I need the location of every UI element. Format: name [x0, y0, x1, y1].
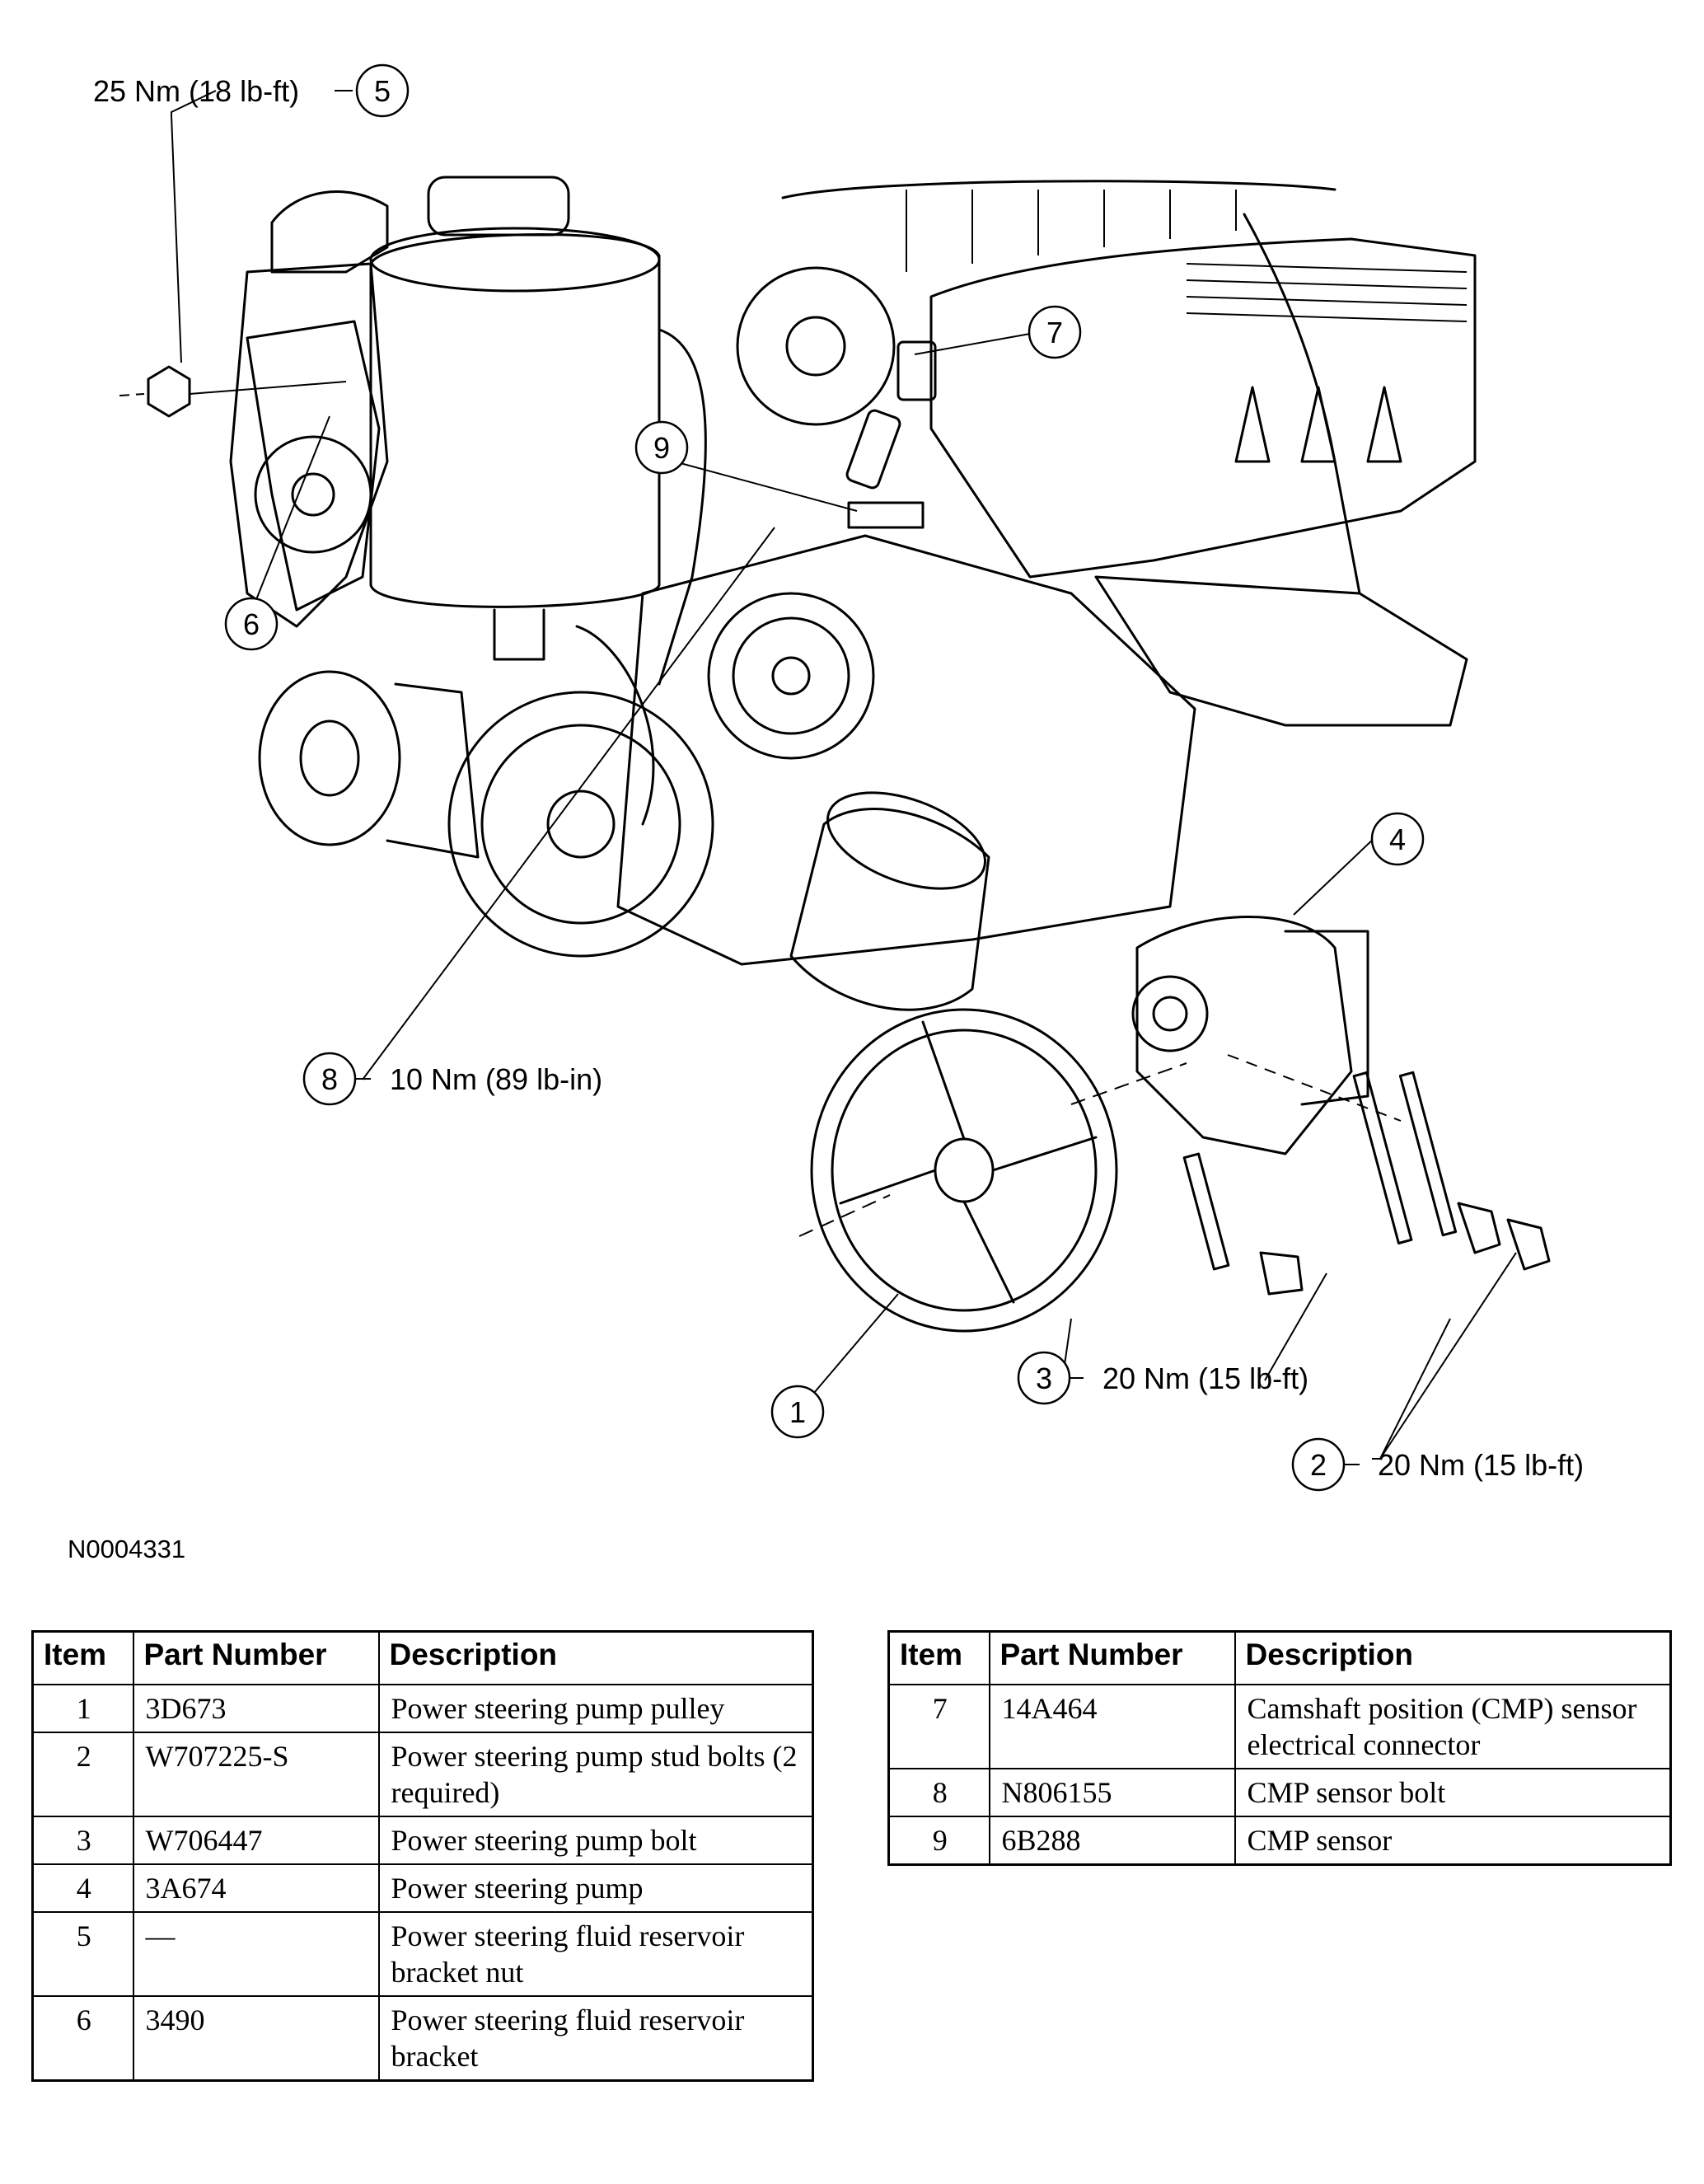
stud-bolts — [1352, 1071, 1551, 1271]
table-row: 6 3490 Power steering fluid reservoir br… — [31, 1995, 814, 2082]
callout-2: 2 20 Nm (15 lb-ft) — [1291, 1437, 1584, 1492]
cell-description: Power steering pump — [377, 1863, 814, 1913]
cell-item: 5 — [31, 1911, 134, 1997]
crankshaft-pulley — [447, 691, 714, 958]
callout-6: 6 — [224, 597, 279, 651]
header-description: Description — [1234, 1630, 1672, 1685]
callout-6-number: 6 — [243, 607, 260, 641]
cell-item: 2 — [31, 1732, 134, 1817]
cell-part-number: 3D673 — [132, 1684, 380, 1733]
cell-description: Camshaft position (CMP) sensor electrica… — [1234, 1684, 1672, 1769]
header-part-number: Part Number — [132, 1630, 380, 1685]
cell-description: Power steering fluid reservoir bracket — [377, 1995, 814, 2082]
table-row: 4 3A674 Power steering pump — [31, 1863, 814, 1913]
pump-bolt — [1182, 1152, 1304, 1296]
table-row: 3 W706447 Power steering pump bolt — [31, 1816, 814, 1865]
cell-description: Power steering pump pulley — [377, 1684, 814, 1733]
callout-7-number: 7 — [1046, 316, 1063, 349]
cell-part-number: W707225-S — [132, 1732, 380, 1817]
callout-5: 25 Nm (18 lb-ft) 5 — [93, 63, 410, 118]
table-row: 9 6B288 CMP sensor — [887, 1816, 1672, 1866]
table-row: 8 N806155 CMP sensor bolt — [887, 1768, 1672, 1817]
cell-part-number: — — [132, 1911, 380, 1997]
fluid-reservoir — [369, 176, 661, 826]
callout-4-number: 4 — [1389, 823, 1406, 856]
cell-part-number: 3490 — [132, 1995, 380, 2082]
header-item: Item — [31, 1630, 134, 1685]
exhaust-manifold — [1094, 575, 1468, 727]
callout-3-spec: 20 Nm (15 lb-ft) — [1102, 1361, 1308, 1395]
bracket-nut — [119, 365, 347, 418]
cell-item: 9 — [887, 1816, 990, 1866]
callout-2-number: 2 — [1310, 1448, 1327, 1482]
callout-3: 3 20 Nm (15 lb-ft) — [1017, 1351, 1308, 1405]
table-header-row: Item Part Number Description — [887, 1630, 1672, 1685]
pump-pulley — [810, 1008, 1118, 1333]
callout-5-number: 5 — [374, 74, 391, 108]
cell-description: Power steering fluid reservoir bracket n… — [377, 1911, 814, 1997]
tensioner-pulley — [707, 592, 875, 760]
cell-part-number: N806155 — [988, 1768, 1236, 1817]
table-row: 1 3D673 Power steering pump pulley — [31, 1684, 814, 1733]
cmp-connector — [896, 340, 937, 401]
oil-filter — [789, 791, 990, 1011]
power-steering-pump — [1131, 916, 1369, 1155]
cell-part-number: W706447 — [132, 1816, 380, 1865]
callout-3-number: 3 — [1036, 1361, 1052, 1395]
callout-9: 9 — [634, 420, 689, 475]
cell-description: Power steering pump stud bolts (2 requir… — [377, 1732, 814, 1817]
parts-table-right: Item Part Number Description 7 14A464 Ca… — [887, 1630, 1672, 1866]
cell-part-number: 3A674 — [132, 1863, 380, 1913]
engine-illustration — [119, 176, 1551, 1333]
table-row: 2 W707225-S Power steering pump stud bol… — [31, 1732, 814, 1817]
callout-8-spec: 10 Nm (89 lb-in) — [390, 1062, 602, 1096]
cell-description: CMP sensor bolt — [1234, 1768, 1672, 1817]
callout-7: 7 — [1028, 305, 1082, 359]
figure-id: N0004331 — [68, 1535, 186, 1563]
idler-pulley-upper — [736, 266, 896, 426]
cmp-sensor — [845, 409, 925, 529]
callout-4: 4 — [1370, 812, 1425, 866]
table-row: 7 14A464 Camshaft position (CMP) sensor … — [887, 1684, 1672, 1769]
callout-2-spec: 20 Nm (15 lb-ft) — [1378, 1448, 1584, 1482]
header-description: Description — [377, 1630, 814, 1685]
cell-item: 3 — [31, 1816, 134, 1865]
callout-8: 8 10 Nm (89 lb-in) — [302, 1052, 602, 1106]
callout-8-number: 8 — [321, 1062, 338, 1096]
cell-description: CMP sensor — [1234, 1816, 1672, 1866]
callout-5-spec: 25 Nm (18 lb-ft) — [93, 74, 299, 108]
ac-compressor — [258, 670, 480, 859]
parts-table-left: Item Part Number Description 1 3D673 Pow… — [31, 1630, 814, 2082]
header-item: Item — [887, 1630, 990, 1685]
engine-exploded-diagram: 25 Nm (18 lb-ft) 5 6 7 9 4 8 10 Nm (89 l… — [93, 63, 1584, 1492]
cell-part-number: 6B288 — [988, 1816, 1236, 1866]
cell-item: 6 — [31, 1995, 134, 2082]
table-row: 5 — Power steering fluid reservoir brack… — [31, 1911, 814, 1997]
alternator — [254, 435, 372, 554]
table-header-row: Item Part Number Description — [31, 1630, 814, 1685]
cell-item: 1 — [31, 1684, 134, 1733]
callout-1: 1 — [770, 1385, 825, 1439]
cell-item: 7 — [887, 1684, 990, 1769]
cell-description: Power steering pump bolt — [377, 1816, 814, 1865]
header-part-number: Part Number — [988, 1630, 1236, 1685]
callout-1-number: 1 — [789, 1395, 806, 1429]
callout-9-number: 9 — [653, 431, 670, 465]
cell-part-number: 14A464 — [988, 1684, 1236, 1769]
intake-manifold — [929, 237, 1477, 579]
reservoir-bracket — [246, 320, 381, 612]
cell-item: 8 — [887, 1768, 990, 1817]
cell-item: 4 — [31, 1863, 134, 1913]
